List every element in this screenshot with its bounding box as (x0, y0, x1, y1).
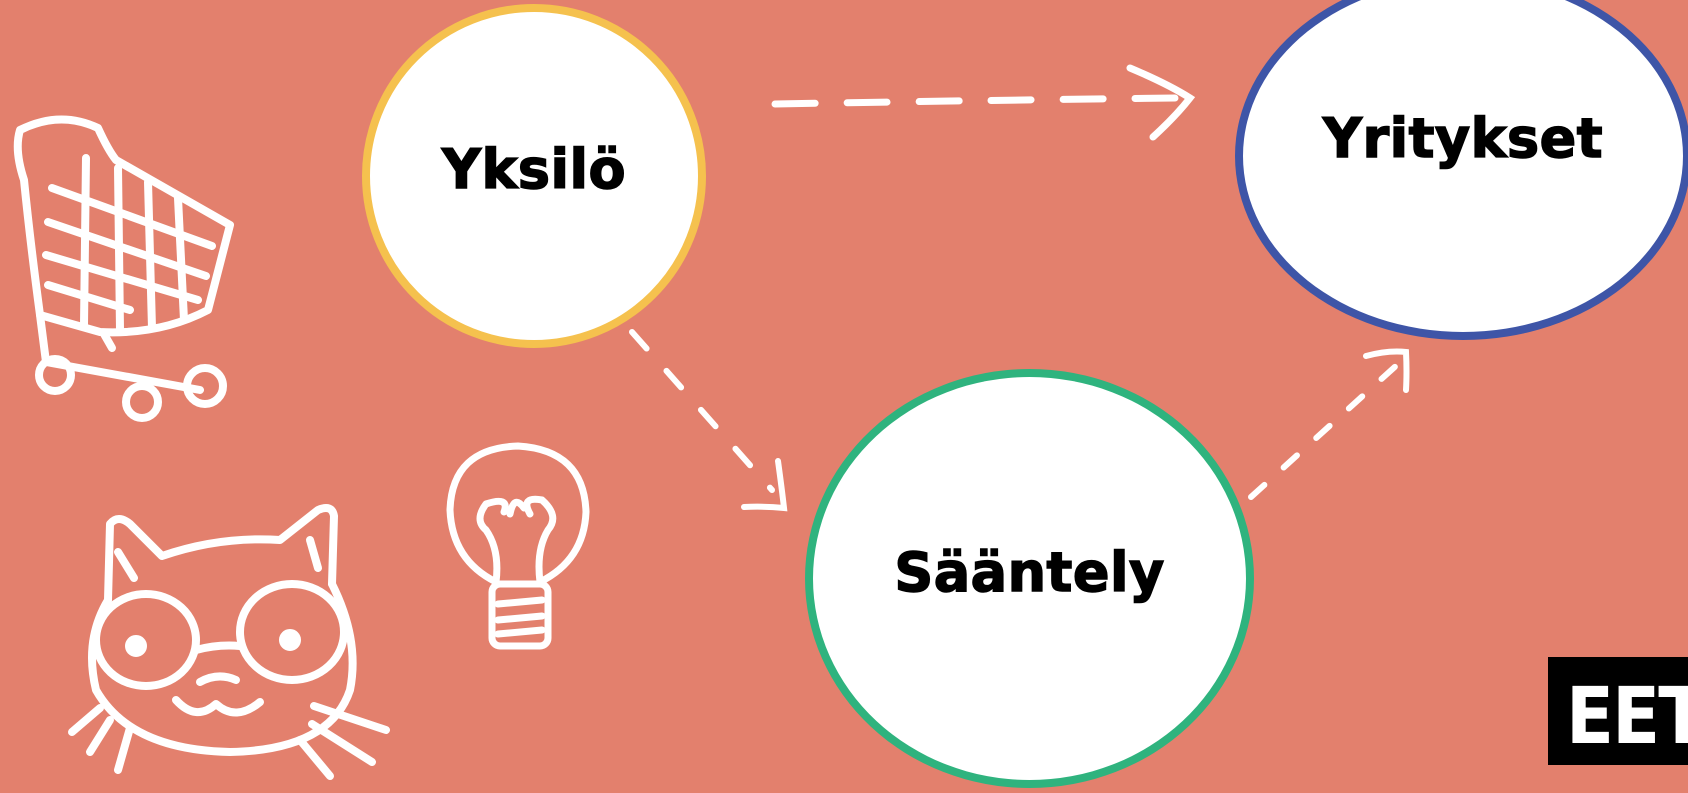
arrowhead-icon (741, 458, 788, 512)
node-label: Yritykset (1322, 106, 1604, 171)
edge-yksilo-to-yritykset (771, 64, 1196, 141)
arrowhead-icon (1126, 64, 1196, 141)
logo-text: EET (1566, 672, 1688, 762)
cat-with-glasses-icon (68, 504, 390, 780)
edge-saantely-to-yritykset (1248, 348, 1410, 500)
shopping-cart-icon (13, 115, 234, 422)
edge-yksilo-to-saantely (629, 329, 788, 512)
node-yksilo: Yksilö (362, 4, 706, 348)
node-yritykset: Yritykset (1235, 0, 1688, 340)
light-bulb-icon (446, 442, 590, 650)
eet-logo: EET (1548, 657, 1688, 765)
node-label: Sääntely (894, 540, 1165, 605)
node-saantely: Sääntely (805, 369, 1254, 788)
arrowhead-icon (1363, 348, 1410, 393)
node-label: Yksilö (441, 137, 627, 202)
